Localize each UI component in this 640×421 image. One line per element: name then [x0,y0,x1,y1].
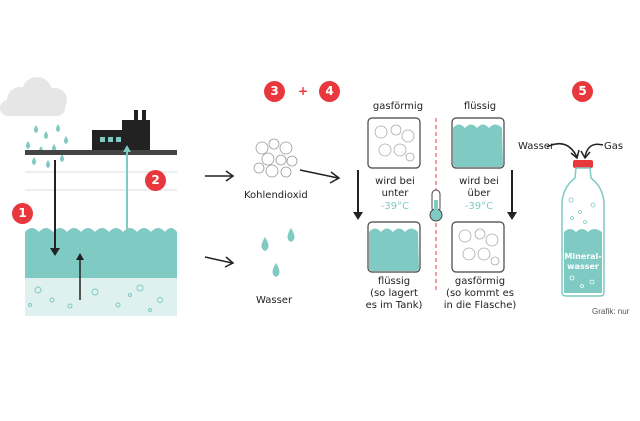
thermometer-icon [429,189,443,222]
badge-step-1: 1 [12,203,33,224]
graphic-credit: Grafik: nur [592,307,630,316]
plus-sign: + [298,84,309,98]
groundwater-layer [25,228,177,278]
badge-step-5: 5 [572,81,593,102]
label-wasser: Wasser [256,295,293,306]
ground-surface [25,150,177,155]
arrow-to-water [204,256,233,264]
label-fluessig-bottom: flüssig (so lagert es im Tank) [365,276,423,311]
label-bottle-wasser: Wasser [518,141,555,152]
rain-icon [26,124,68,168]
label-gasfoermig-bottom: gasförmig (so kommt es in die Flasche) [443,276,517,311]
badge-step-4: 4 [319,81,340,102]
label-bottle-gas: Gas [604,141,624,152]
label-wird-bei-ueber: wird bei über [459,176,499,199]
label-temp-right: -39°C [464,201,494,212]
label-fluessig-top: flüssig [463,101,497,112]
droplet-icon [261,228,295,277]
box-gas-top [367,117,421,169]
badge-step-2: 2 [145,170,166,191]
cloud-icon [0,77,67,116]
label-temp-left: -39°C [380,201,410,212]
label-wird-bei-unter: wird bei unter [375,176,415,199]
label-bottle-mineralwasser: Mineral- wasser [564,252,602,271]
bottle-icon [561,160,605,297]
label-kohlendioxid: Kohlendioxid [244,190,308,201]
badge-step-3: 3 [264,81,285,102]
co2-bubbles-icon [253,138,298,178]
label-gasfoermig-top: gasförmig [372,101,424,112]
bubbles-icon [28,284,163,312]
factory-icon [92,110,150,150]
